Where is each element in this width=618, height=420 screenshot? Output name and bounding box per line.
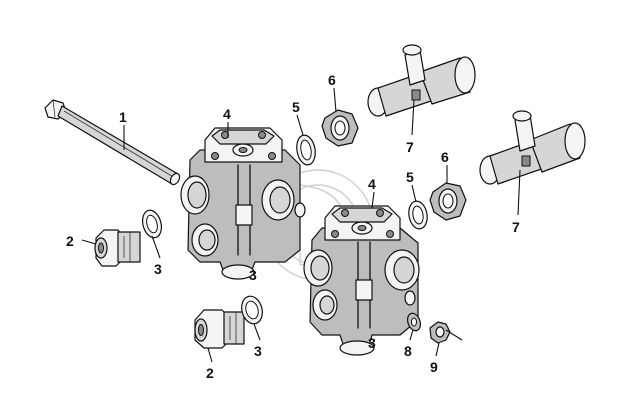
part-valve-body-upper <box>180 127 306 280</box>
callout-9: 9 <box>430 359 438 375</box>
callout-5-lower: 5 <box>406 169 414 185</box>
part-1-long-bolt <box>44 99 181 186</box>
callout-1: 1 <box>119 109 127 125</box>
part-3-ring-upper <box>141 209 163 239</box>
part-6-nut-upper <box>321 109 359 147</box>
callout-7-upper: 7 <box>406 139 414 155</box>
body-mark-upper: 3 <box>249 267 257 283</box>
callout-7-lower: 7 <box>512 219 520 235</box>
callout-2-lower: 2 <box>206 365 214 381</box>
part-2-fitting-lower <box>194 309 245 349</box>
part-6-nut-lower <box>429 182 467 221</box>
callout-8: 8 <box>404 343 412 359</box>
callout-4-upper: 4 <box>223 106 231 122</box>
callout-6-lower: 6 <box>441 149 449 165</box>
part-7-tee-upper <box>367 44 476 117</box>
callout-3-upper: 3 <box>154 261 162 277</box>
callout-2-upper: 2 <box>66 233 74 249</box>
part-5-ring-lower <box>408 200 428 230</box>
part-valve-body-lower <box>303 205 420 356</box>
part-9-nut <box>429 321 463 344</box>
part-8-washer <box>406 312 422 332</box>
part-3-ring-lower <box>241 295 263 325</box>
leader-lines <box>81 87 521 363</box>
callout-4-lower: 4 <box>368 176 376 192</box>
callout-6-upper: 6 <box>328 72 336 88</box>
callout-labels: 1 2 3 4 5 6 7 2 3 4 5 6 7 8 9 3 3 <box>66 72 520 381</box>
part-2-fitting-upper <box>94 229 141 267</box>
part-5-ring-upper <box>296 134 316 166</box>
body-mark-lower: 3 <box>368 335 376 351</box>
part-7-tee-lower <box>479 110 586 185</box>
callout-5-upper: 5 <box>292 99 300 115</box>
callout-3-lower: 3 <box>254 343 262 359</box>
